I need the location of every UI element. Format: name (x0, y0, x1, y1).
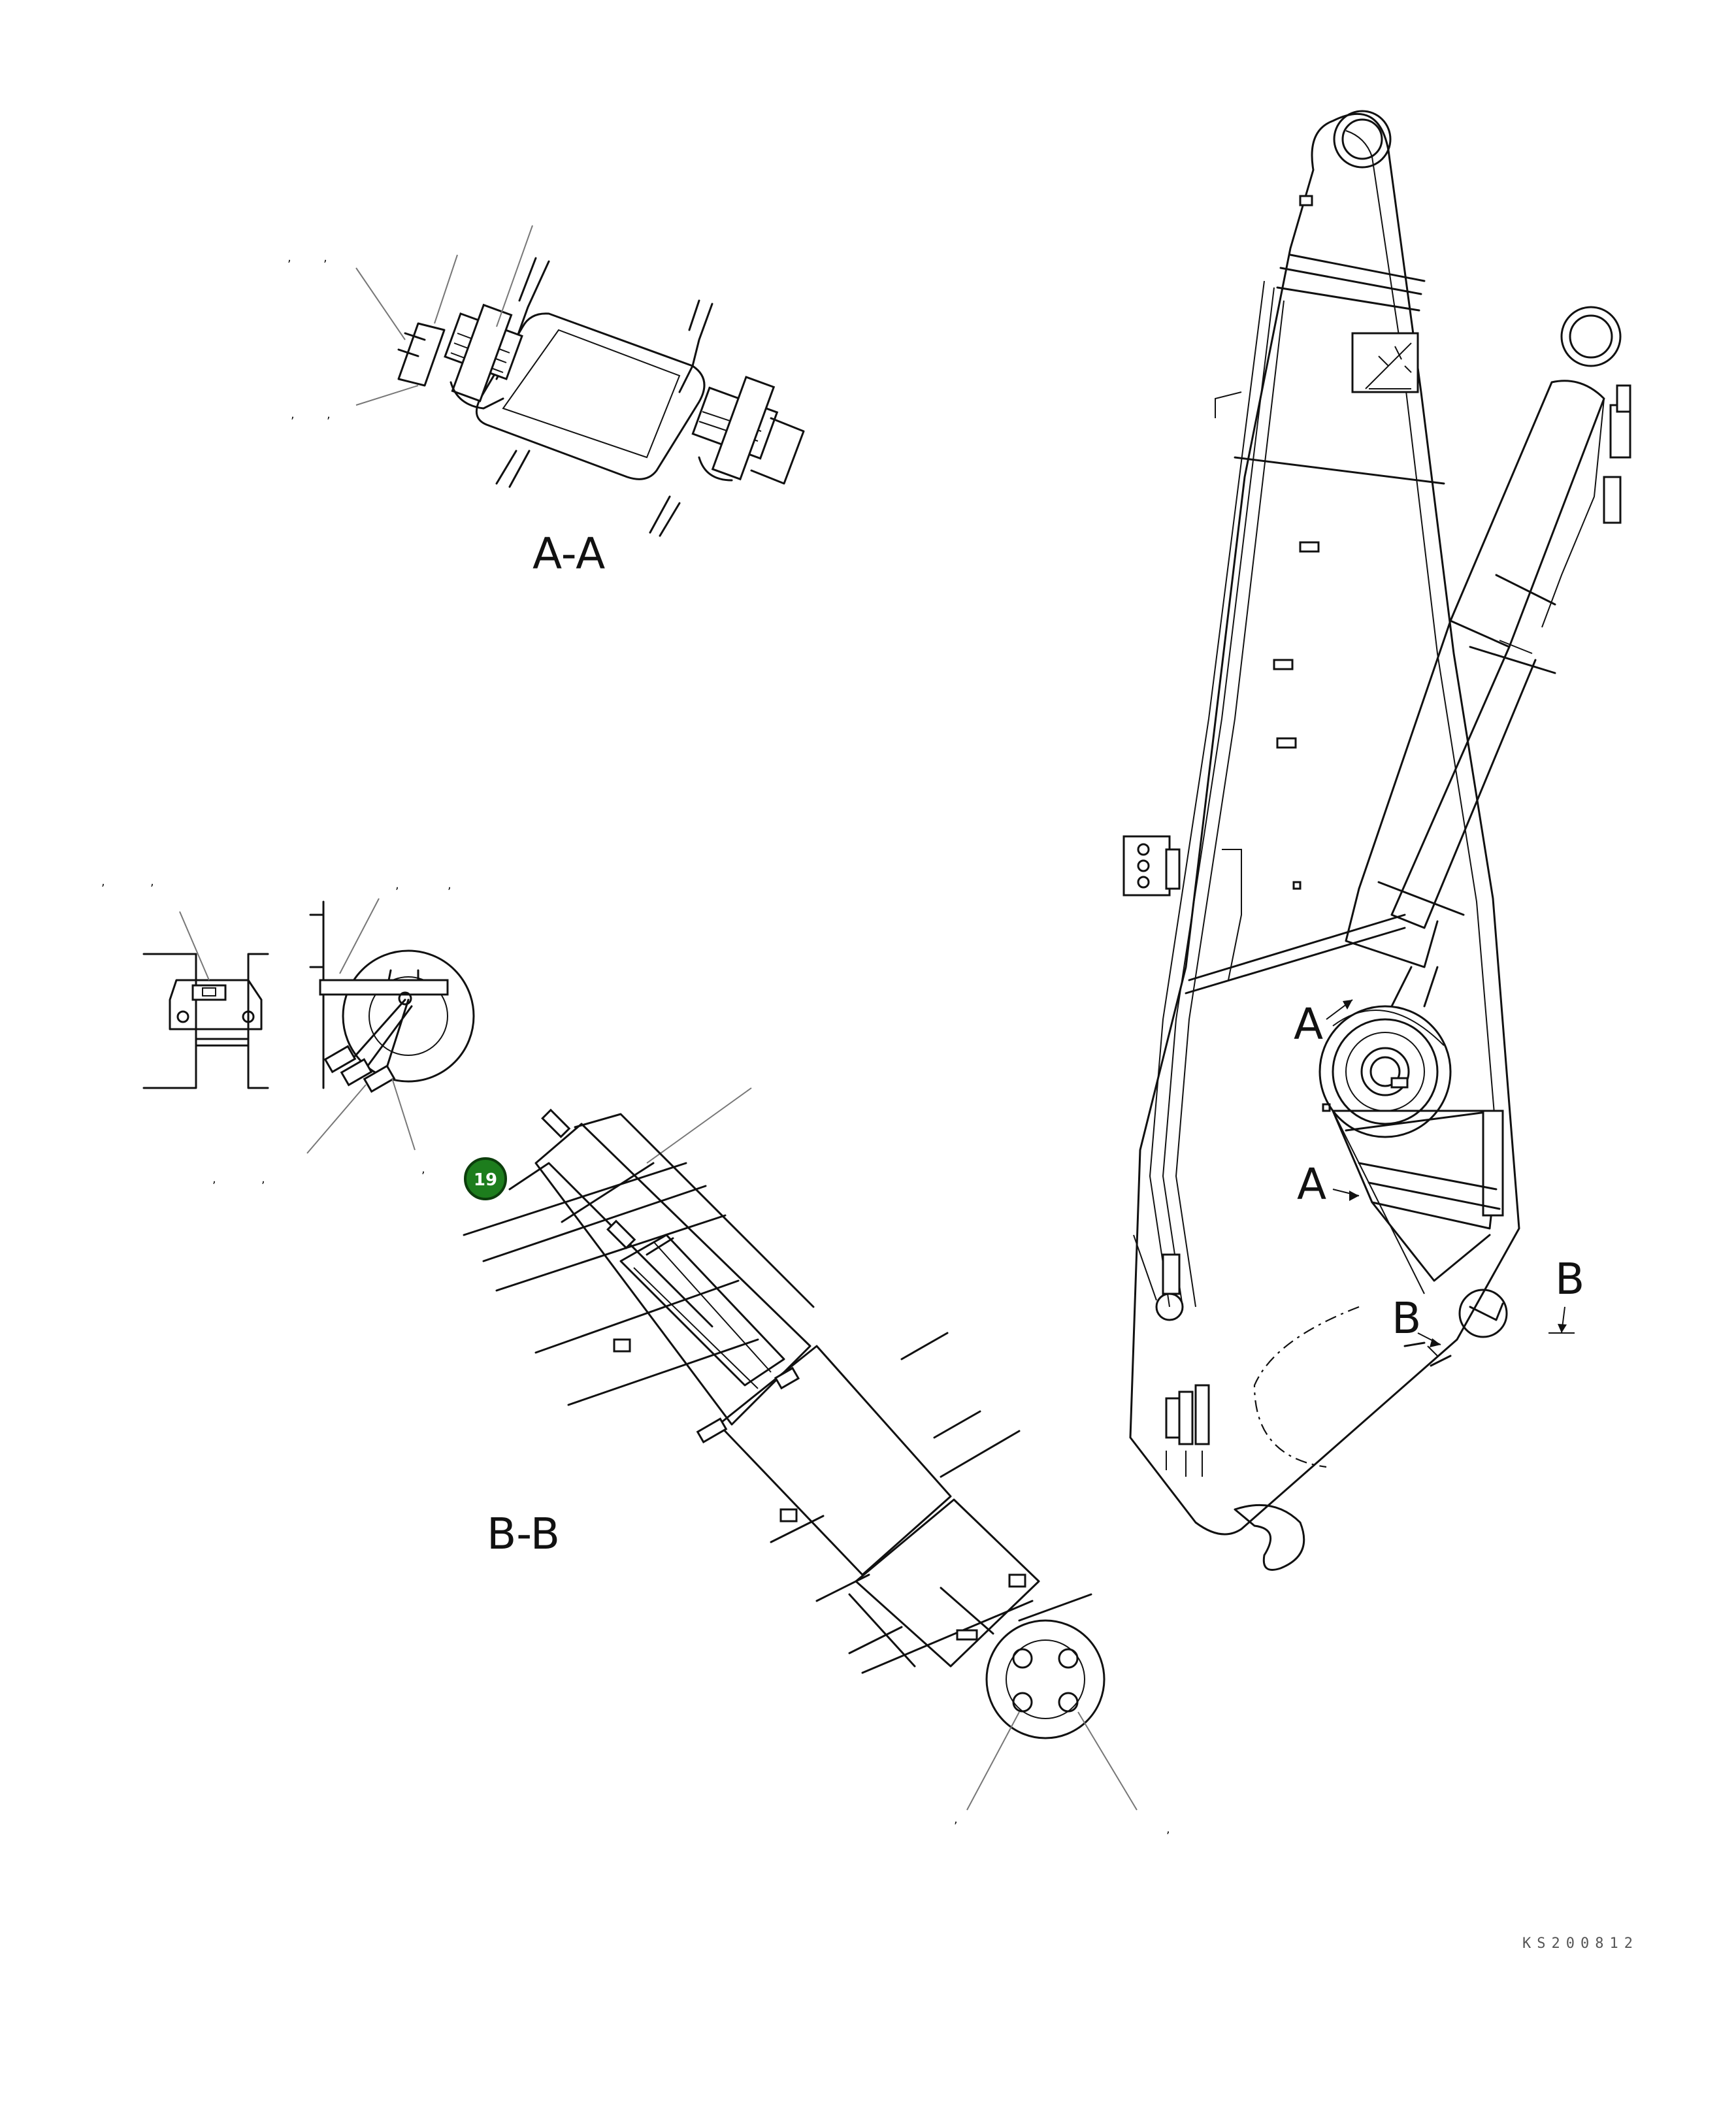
disc-detail-view (306, 898, 475, 1154)
section-marker-a-lower: A (1297, 1159, 1326, 1210)
bracket-detail-view (142, 911, 269, 1089)
leader-tick: , (1166, 1822, 1170, 1836)
section-bb-label: B-B (487, 1509, 560, 1559)
flange-end-view (966, 1619, 1138, 1811)
section-aa-label: A-A (532, 529, 605, 579)
section-marker-b-right: B (1555, 1254, 1584, 1304)
section-aa-view (355, 225, 805, 537)
leader-tick: , (212, 1172, 216, 1186)
drawing-code: KS200812 (1522, 1935, 1639, 1952)
part-19-label: 19 (474, 1170, 497, 1190)
leader-tick: , (327, 408, 331, 421)
section-marker-b-left: B (1392, 1293, 1421, 1343)
leader-tick: , (395, 878, 399, 892)
leader-tick: , (291, 408, 295, 421)
leader-tick: , (150, 875, 154, 889)
leader-tick: , (448, 878, 451, 892)
boom-assembly (1122, 110, 1520, 1571)
part-19-callout[interactable]: 19 (464, 1157, 507, 1200)
foot-bracket (1332, 1077, 1508, 1338)
leader-tick: , (287, 251, 291, 265)
section-marker-a-upper: A (1294, 999, 1323, 1049)
leader-ticks: , , , , , , , , , , , , , (101, 251, 1170, 1836)
leader-tick: , (261, 1172, 265, 1186)
leader-tick: , (954, 1813, 958, 1826)
leader-tick: , (323, 251, 327, 265)
section-markers: A A B B (1294, 999, 1584, 1357)
section-bb-view (463, 1087, 1092, 1674)
leader-tick: , (421, 1162, 425, 1176)
leader-tick: , (101, 875, 105, 889)
boom-cylinder (1318, 306, 1631, 1138)
